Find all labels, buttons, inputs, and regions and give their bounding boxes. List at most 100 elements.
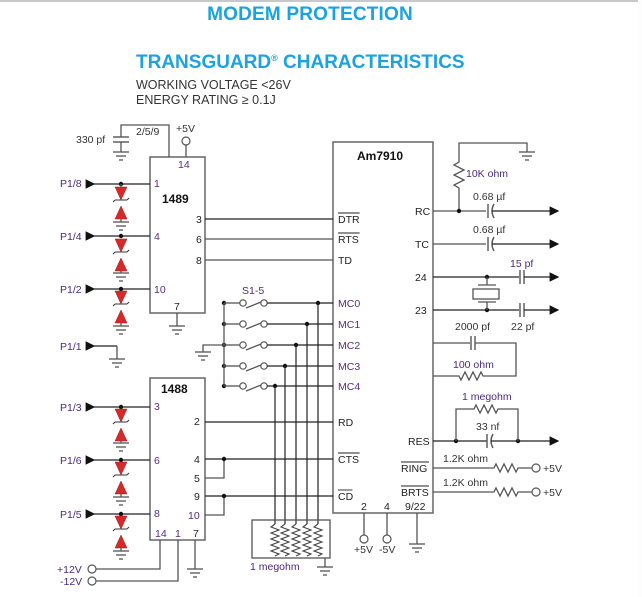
ground-icon (112, 151, 130, 161)
right-border (638, 0, 642, 597)
tvs-diode-icon (112, 186, 130, 220)
pin-1488-1: 1 (175, 528, 181, 540)
pin-am7910-res: RES (408, 436, 430, 448)
supply-label-plus12v: +12V (57, 564, 82, 576)
resistor-10k-label: 10K ohm (466, 168, 508, 180)
pin-am7910-ring: RING (401, 463, 427, 475)
chip-am7910-label: Am7910 (357, 149, 403, 163)
ground-icon (112, 221, 130, 231)
chip-1488: 1488 3 6 8 2 4 5 9 10 14 1 7 +12V -12V (57, 377, 206, 588)
page-title: MODEM PROTECTION (207, 4, 413, 25)
pulldown-resistor (290, 523, 302, 557)
connector-label: P1/8 (60, 178, 82, 190)
supply-label-plus5v: +5V (354, 544, 373, 556)
pin-am7910-bottom-2: 2 (361, 501, 367, 513)
supply-terminal-minus12v (87, 576, 97, 586)
cap-33nf-label: 33 nf (476, 421, 499, 433)
switch-contact (260, 362, 268, 370)
switch-contact (260, 382, 268, 390)
output-p1-6: P1/6 (60, 455, 150, 506)
pin-1488-10: 10 (188, 510, 200, 522)
pin-1489-4: 4 (154, 231, 160, 243)
top-border (0, 0, 642, 2)
res-network: 1 megohm 33 nf (433, 391, 560, 449)
rc-line: 0.68 µf (433, 191, 560, 219)
switch-contact (239, 320, 247, 328)
tvs-diode-icon (112, 515, 130, 549)
spec-energy-rating: ENERGY RATING ≥ 0.1J (136, 93, 276, 107)
pin-am7910-bottom-9-22: 9/22 (405, 501, 426, 513)
pulldown-resistor (269, 523, 281, 557)
switch-contact (260, 320, 268, 328)
input-p1-1: P1/1 (60, 341, 126, 368)
crystal-circuit: 15 pf 22 pf (433, 258, 560, 333)
spec-working-voltage: WORKING VOLTAGE <26V (136, 78, 291, 92)
switch-lever[interactable] (245, 364, 262, 372)
pin-1488-7: 7 (193, 528, 199, 540)
pulldown-resistor (301, 523, 313, 557)
chip-1489: 1489 14 1 4 10 3 6 8 7 +5V 330 pf 2/5/9 (76, 123, 206, 335)
pin-am7910-mc1: MC1 (338, 319, 360, 331)
ring-supply-label: +5V (543, 463, 562, 475)
connector-label: P1/1 (60, 341, 82, 353)
pin-am7910-dtr: DTR (338, 214, 360, 226)
chip-1488-body (149, 377, 206, 541)
switch-lever[interactable] (245, 322, 262, 330)
tc-line: 0.68 µf (433, 224, 560, 252)
ring-pullup: +5V 1.2K ohm (433, 453, 562, 475)
cap-330pf-label: 330 pf (76, 134, 105, 146)
cap-pins-label: 2/5/9 (136, 126, 160, 138)
ground-icon (112, 496, 130, 506)
ground-icon (112, 442, 130, 452)
ground-icon (112, 550, 130, 560)
resistor-ring-label: 1.2K ohm (443, 453, 488, 465)
switch-lever[interactable] (245, 301, 262, 309)
cap-2000pf-label: 2000 pf (455, 321, 490, 333)
supply-terminal (531, 487, 541, 497)
supply-label-plus5v: +5V (176, 123, 195, 135)
resistor-100ohm-label: 100 ohm (453, 359, 494, 371)
ground-icon (518, 151, 536, 161)
pin-1489-14: 14 (178, 159, 190, 171)
input-p1-2: P1/2 (60, 284, 150, 335)
tvs-diode-icon (112, 238, 130, 272)
pin-1488-4: 4 (194, 454, 200, 466)
pin-am7910-brts: BRTS (401, 487, 429, 499)
pin-1488-6: 6 (154, 455, 160, 467)
input-p1-8: P1/8 (60, 178, 150, 231)
ground-icon (194, 351, 212, 361)
rc-network-2000pf-100ohm: 2000 pf 100 ohm (433, 321, 517, 382)
pin-1488-8: 8 (154, 508, 160, 520)
brts-pullup: +5V 1.2K ohm (433, 477, 562, 499)
supply-label-minus5v: -5V (379, 544, 395, 556)
resistor-10k: 10K ohm (452, 142, 536, 211)
pin-am7910-rd: RD (338, 417, 354, 429)
section-title: TRANSGUARD® CHARACTERISTICS (136, 52, 465, 74)
pin-am7910-rts: RTS (338, 234, 359, 246)
ground-icon (408, 543, 426, 553)
section-title-brand: TRANSGUARD (136, 52, 272, 73)
ground-icon (168, 325, 186, 335)
pin-1488-9: 9 (194, 491, 200, 503)
pin-am7910-mc0: MC0 (338, 298, 360, 310)
supply-terminal (181, 136, 191, 146)
registered-mark: ® (271, 53, 278, 63)
ground-icon (112, 272, 130, 282)
connector-label: P1/5 (60, 509, 82, 521)
connector-label: P1/4 (60, 231, 82, 243)
switch-bank-s1-5 (221, 299, 333, 524)
pulldown-resistor-array: 1 megohm (250, 519, 334, 576)
pulldown-label: 1 megohm (250, 561, 300, 573)
pin-am7910-cts: CTS (338, 454, 359, 466)
switch-lever[interactable] (245, 384, 262, 392)
supply-terminal-plus5v (359, 534, 369, 544)
pin-am7910-cd: CD (338, 491, 354, 503)
pin-am7910-mc3: MC3 (338, 361, 360, 373)
cap-rc-label: 0.68 µf (473, 191, 505, 203)
pin-1489-1: 1 (154, 178, 160, 190)
switch-lever[interactable] (245, 343, 262, 351)
pin-am7910-mc2: MC2 (338, 340, 360, 352)
switch-contact (260, 299, 268, 307)
